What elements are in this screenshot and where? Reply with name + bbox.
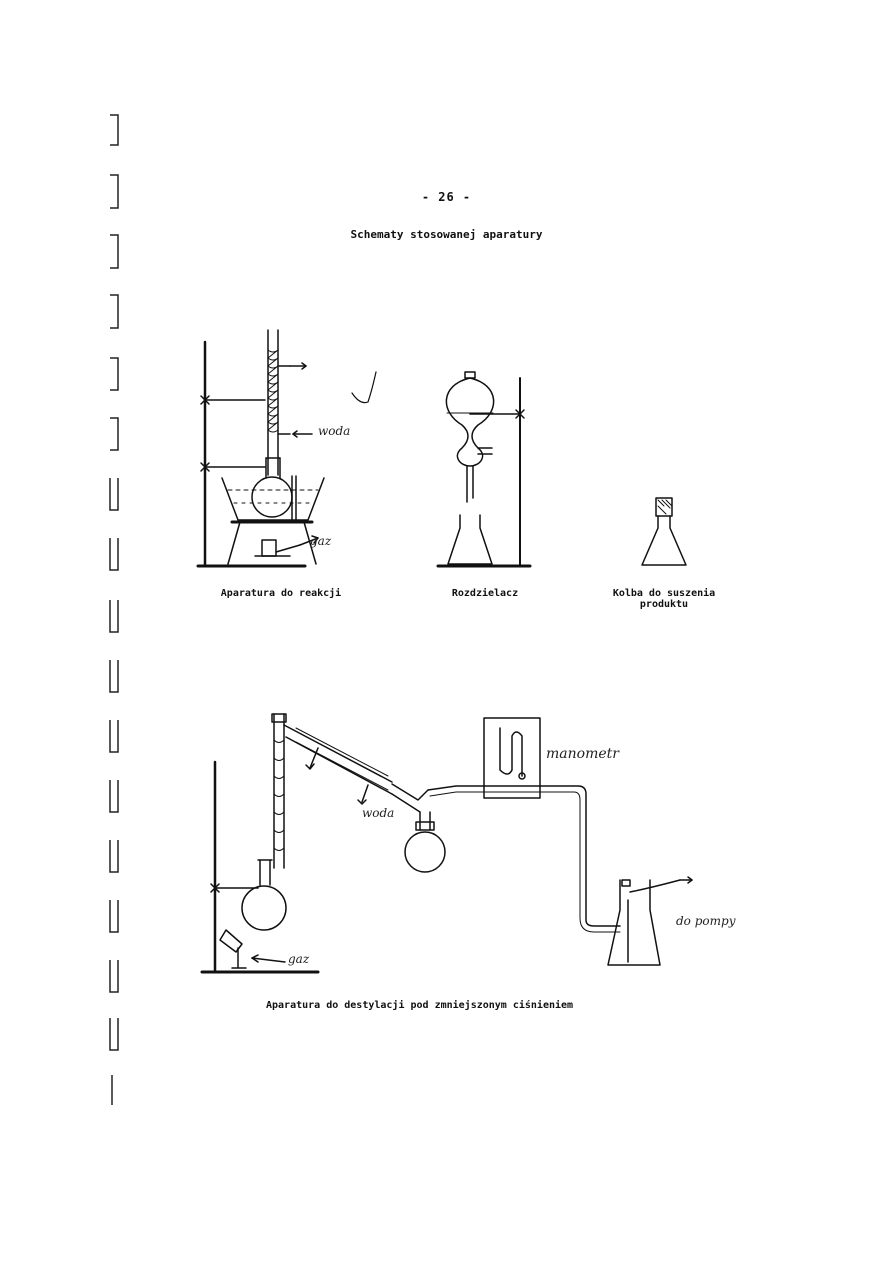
distillation-apparatus-drawing — [200, 713, 693, 974]
drying-flask-drawing — [641, 497, 687, 566]
page-number: - 26 - — [421, 190, 472, 204]
reaction-apparatus-drawing — [196, 329, 377, 568]
reaction-gas-label: gaz — [310, 534, 332, 548]
drying-flask-caption-line2: produktu — [639, 599, 689, 610]
page-title: Schematy stosowanej aparatury — [350, 228, 543, 241]
reaction-caption: Aparatura do reakcji — [220, 588, 342, 599]
manometer-label: manometr — [546, 746, 619, 762]
distillation-caption: Aparatura do destylacji pod zmniejszonym… — [266, 1000, 574, 1011]
distillation-gas-label: gaz — [288, 952, 310, 966]
binding-marks — [109, 114, 119, 1105]
reaction-water-label: woda — [318, 424, 351, 438]
separator-drawing — [436, 371, 532, 568]
separator-caption: Rozdzielacz — [451, 588, 519, 599]
to-pump-label: do pompy — [676, 914, 736, 928]
drying-flask-caption: Kolba do suszenia produktu — [584, 588, 744, 610]
distillation-water-label: woda — [362, 806, 395, 820]
drying-flask-caption-line1: Kolba do suszenia — [612, 588, 716, 599]
